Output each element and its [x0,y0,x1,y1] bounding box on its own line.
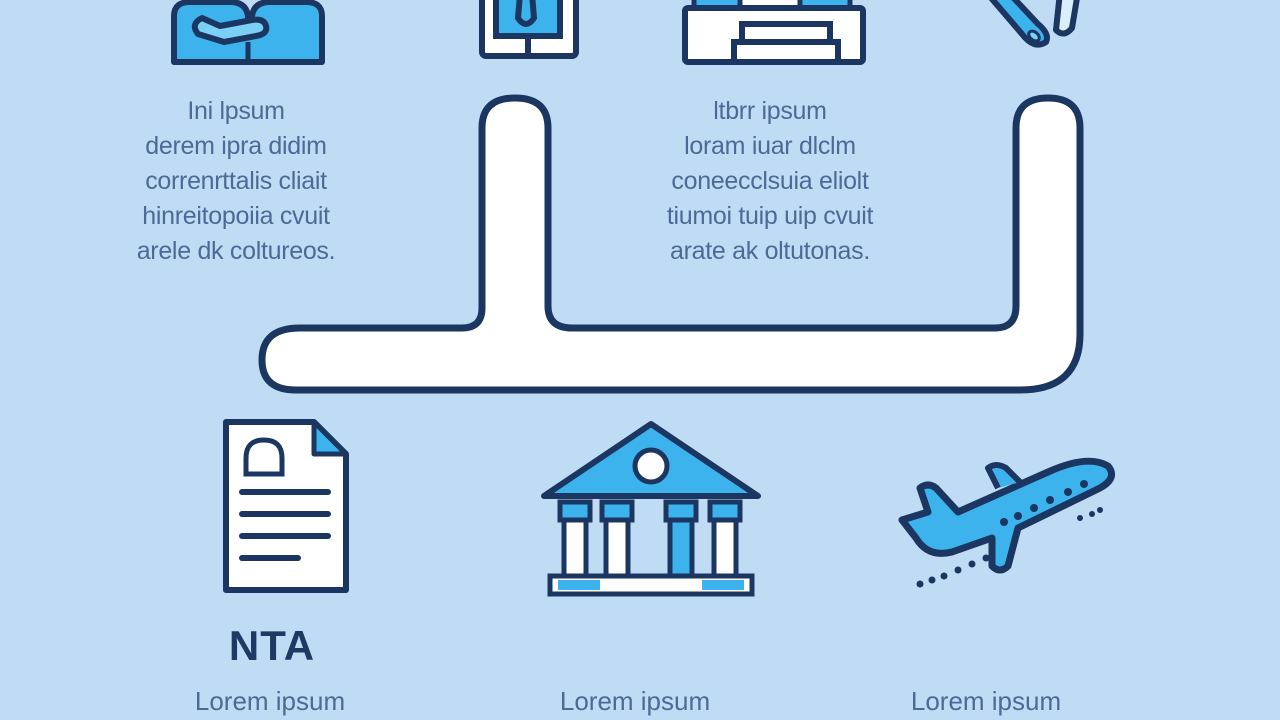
right-description-line: coneecclsuia eliolt [671,167,869,195]
left-description-line: hinreitopoiia cvuit [142,202,330,230]
airplane-caption: Lorem ipsum [910,686,1062,716]
right-description-line: arate ak oltutonas. [670,237,870,265]
right-description-line: loram iuar dlclm [684,132,856,160]
airplane-takeoff-icon [888,448,1124,588]
right-description-line: ltbrr ipsum [713,97,827,125]
document-caption: Lorem ipsum [194,686,346,716]
left-description: Ini lpsum derem ipra didim correnrttalis… [96,94,376,269]
tablet-icon [478,0,582,62]
left-description-line: derem ipra didim [145,132,327,160]
airplane-icon [976,0,1086,60]
document-heading: NTA [228,622,316,669]
document-icon [222,418,352,598]
handshake-icon [168,0,328,68]
left-description-line: Ini lpsum [187,97,285,125]
bank-caption: Lorem ipsum [559,686,711,716]
right-description: ltbrr ipsum loram iuar dlclm coneecclsui… [630,94,910,269]
building-icon [680,0,868,68]
left-description-line: correnrttalis cliait [145,167,327,195]
right-description-line: tiumoi tuip uip cvuit [666,202,874,230]
bank-icon [538,420,764,598]
left-description-line: arele dk coltureos. [136,237,336,265]
